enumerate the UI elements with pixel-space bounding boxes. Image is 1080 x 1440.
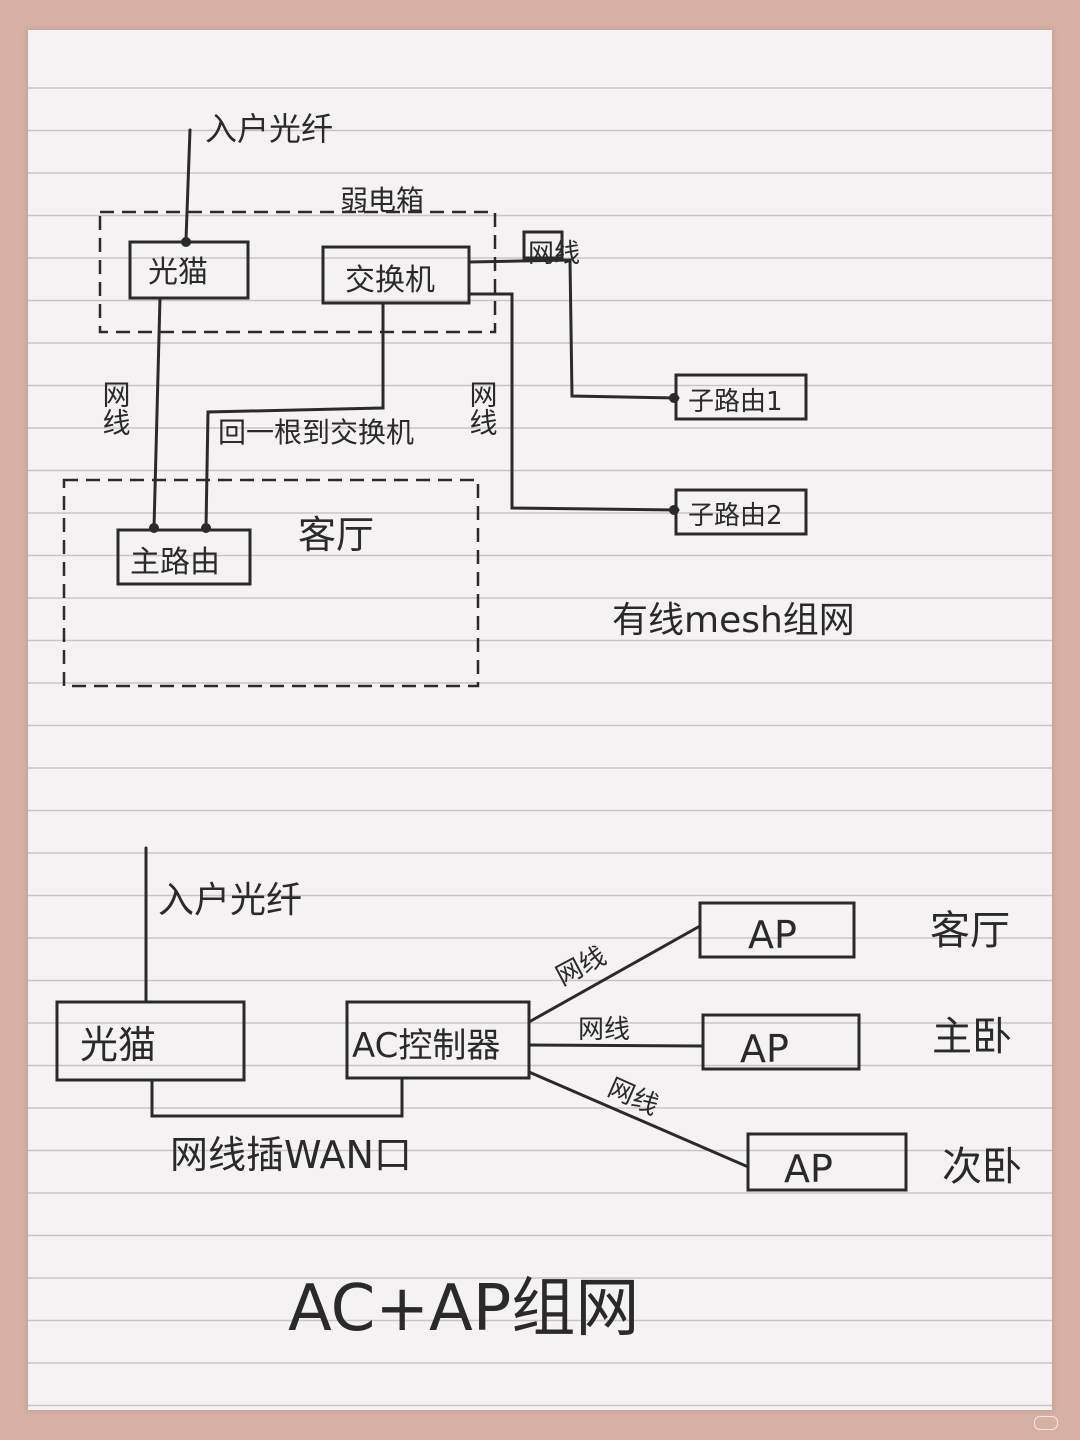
ac-ap-diagram: 入户光纤 光猫 AC控制器 网线插WAN口 网线 网线 网线 AP AP AP … [55, 846, 1022, 1346]
ap-1-label: AP [748, 913, 797, 957]
ap-2-label: AP [740, 1027, 789, 1071]
cable-3-label: 网线 [603, 1073, 663, 1122]
wan-note: 网线插WAN口 [170, 1133, 412, 1177]
cable-to-ap-2 [527, 1043, 705, 1048]
ap-2-box [701, 1013, 861, 1071]
return-line-label: 回一根到交换机 [218, 416, 414, 449]
weak-box-label: 弱电箱 [340, 184, 424, 217]
diagram2-caption: AC+AP组网 [288, 1272, 639, 1346]
ap-1-box [698, 901, 856, 959]
room-1-label: 客厅 [930, 908, 1010, 954]
wired-mesh-diagram: 入户光纤 弱电箱 光猫 交换机 网线 网线 子路由1 子路由2 网线 回一根到交… [62, 110, 855, 688]
diagram1-caption: 有线mesh组网 [612, 600, 855, 641]
cable-1-label: 网线 [551, 941, 611, 992]
fiber-in-label: 入户光纤 [205, 110, 333, 148]
sub-router-1-label: 子路由1 [688, 387, 783, 417]
modem-label-2: 光猫 [80, 1023, 156, 1067]
ruled-lines [28, 87, 1052, 1407]
sub-router-2-box [674, 488, 808, 536]
sub-router-1-box [674, 373, 808, 421]
cable-to-subrouter-1 [467, 258, 680, 400]
cable-a-label: 网线 [528, 239, 580, 269]
living-room-outline [62, 478, 480, 688]
ac-controller-box [345, 1000, 531, 1080]
room-2-label: 主卧 [932, 1014, 1012, 1060]
fiber-line [184, 128, 192, 242]
cable-to-ap-1 [527, 924, 702, 1024]
sub-router-2-label: 子路由2 [688, 501, 783, 531]
switch-box [321, 245, 471, 305]
modem-label: 光猫 [148, 255, 208, 290]
living-room-label: 客厅 [298, 513, 374, 557]
wan-cable [150, 1076, 404, 1118]
switch-label: 交换机 [345, 263, 435, 298]
watermark-icon [1034, 1416, 1058, 1430]
cable-2-label: 网线 [578, 1015, 630, 1045]
modem-port [181, 237, 191, 247]
cable-to-ap-3 [527, 1070, 748, 1168]
fiber-in-label-2: 入户光纤 [158, 880, 302, 921]
return-cable [204, 301, 385, 530]
ap-3-box [746, 1132, 908, 1192]
modem-to-main-router [152, 296, 162, 530]
cable-tag-box [522, 230, 564, 260]
main-router-label: 主路由 [130, 545, 220, 580]
ap-3-label: AP [784, 1147, 833, 1191]
cable-to-subrouter-2 [467, 292, 680, 512]
cable-c-label: 网线 [99, 380, 132, 436]
cable-b-label: 网线 [466, 380, 499, 436]
ac-controller-label: AC控制器 [352, 1026, 500, 1066]
main-router-box [116, 528, 252, 586]
room-3-label: 次卧 [942, 1144, 1022, 1190]
weak-box-outline [98, 210, 497, 334]
